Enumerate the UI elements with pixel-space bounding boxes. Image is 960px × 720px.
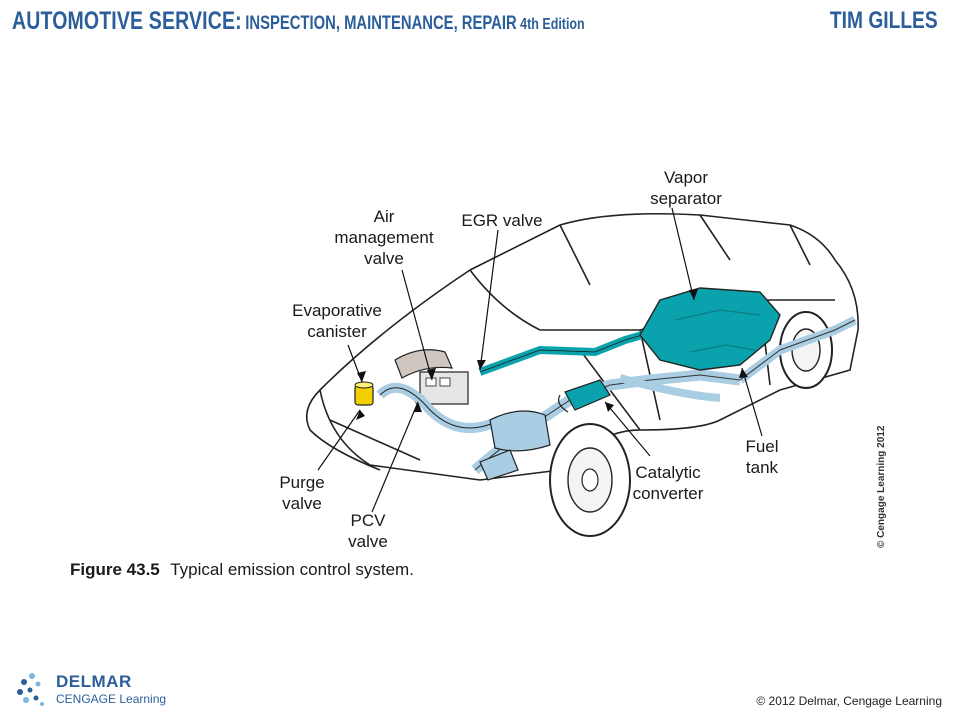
rear-wheel — [779, 311, 833, 389]
leader-arrowheads — [356, 289, 748, 420]
exhaust-manifold — [489, 410, 551, 452]
logo-delmar-text: DELMAR — [56, 672, 132, 691]
engine-assembly — [376, 349, 503, 433]
book-edition: 4th Edition — [520, 16, 585, 33]
figure-caption-text: Typical emission control system. — [170, 560, 414, 579]
label-fuel-2: tank — [746, 458, 779, 477]
label-pcv-2: valve — [348, 532, 388, 551]
label-air-management-1: Air — [374, 207, 395, 226]
slide-header: AUTOMOTIVE SERVICE: INSPECTION, MAINTENA… — [0, 0, 960, 40]
book-title-sub: INSPECTION, MAINTENANCE, REPAIR — [245, 13, 517, 34]
label-catalytic-2: converter — [633, 484, 704, 503]
label-pcv-1: PCV — [351, 511, 387, 530]
book-title: AUTOMOTIVE SERVICE: INSPECTION, MAINTENA… — [12, 7, 585, 36]
book-title-main: AUTOMOTIVE SERVICE: — [12, 7, 242, 35]
label-evaporative-1: Evaporative — [292, 301, 382, 320]
fuel-tank — [639, 287, 781, 371]
front-wheel — [549, 423, 631, 537]
delmar-logo-icon — [17, 673, 44, 706]
leader-lines — [317, 207, 763, 513]
label-catalytic-1: Catalytic — [635, 463, 701, 482]
footer-copyright: © 2012 Delmar, Cengage Learning — [756, 694, 942, 708]
figure-caption: Figure 43.5 Typical emission control sys… — [70, 560, 414, 580]
diagram-labels: Vapor separator Air management valve EGR… — [279, 168, 778, 551]
label-vapor-separator-2: separator — [650, 189, 722, 208]
label-air-management-3: valve — [364, 249, 404, 268]
logo-cengage-text: CENGAGE Learning — [56, 692, 167, 706]
label-egr-valve: EGR valve — [461, 211, 542, 230]
label-air-management-2: management — [334, 228, 434, 247]
evaporative-canister — [354, 381, 374, 406]
catalytic-converter — [558, 379, 611, 413]
label-fuel-1: Fuel — [745, 437, 778, 456]
delmar-logo: DELMAR CENGAGE Learning — [14, 670, 184, 710]
figure-number: Figure 43.5 — [70, 560, 160, 579]
label-evaporative-2: canister — [307, 322, 367, 341]
label-vapor-separator-1: Vapor — [664, 168, 708, 187]
label-purge-1: Purge — [279, 473, 324, 492]
vertical-credit: © Cengage Learning 2012 — [876, 425, 887, 548]
label-purge-2: valve — [282, 494, 322, 513]
author-name: TIM GILLES — [830, 7, 938, 34]
